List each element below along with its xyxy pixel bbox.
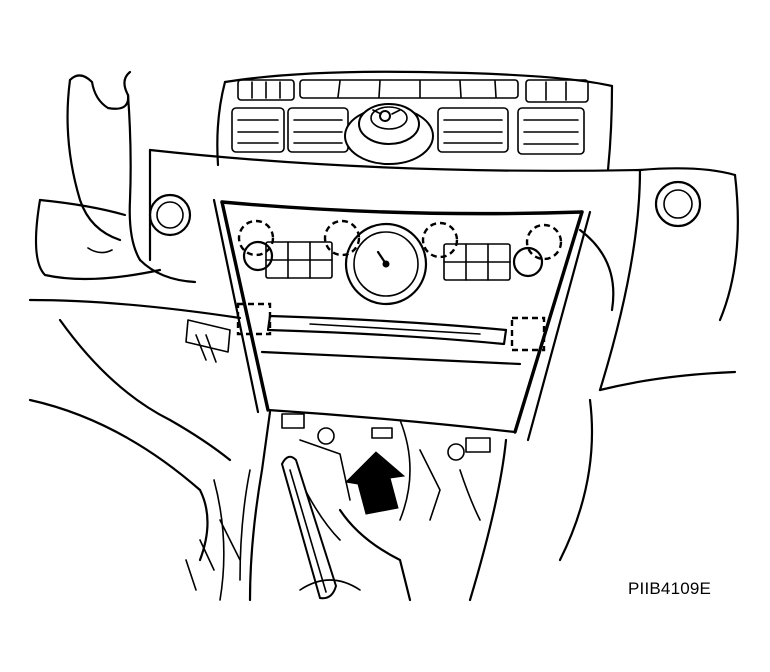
controller-knob (344, 103, 434, 165)
steering-column (34, 70, 197, 284)
right-dashboard (558, 168, 739, 562)
right-knob (512, 246, 544, 278)
clip-side-left (236, 302, 272, 336)
upper-vent-grille (231, 79, 589, 155)
clip-callouts (236, 219, 563, 352)
lower-console (185, 410, 508, 602)
figure-code-label: PIIB4109E (628, 579, 712, 598)
right-round-vent (654, 180, 702, 228)
clip-top-mid-right (421, 221, 459, 259)
left-console-side (28, 298, 242, 562)
clip-top-left (237, 219, 275, 257)
clip-side-right (510, 316, 546, 352)
shift-lever (280, 455, 361, 600)
left-round-vent (148, 193, 192, 237)
cd-slot (266, 314, 508, 346)
center-clock-dial (344, 222, 428, 306)
center-panel (212, 198, 592, 442)
clip-top-right (525, 223, 563, 261)
left-knob (242, 240, 274, 272)
panel-divider (260, 350, 522, 366)
removal-arrow (344, 451, 406, 515)
clip-top-mid-left (323, 219, 361, 257)
hvac-buttons-right (443, 243, 511, 281)
hvac-buttons-left (265, 241, 333, 279)
